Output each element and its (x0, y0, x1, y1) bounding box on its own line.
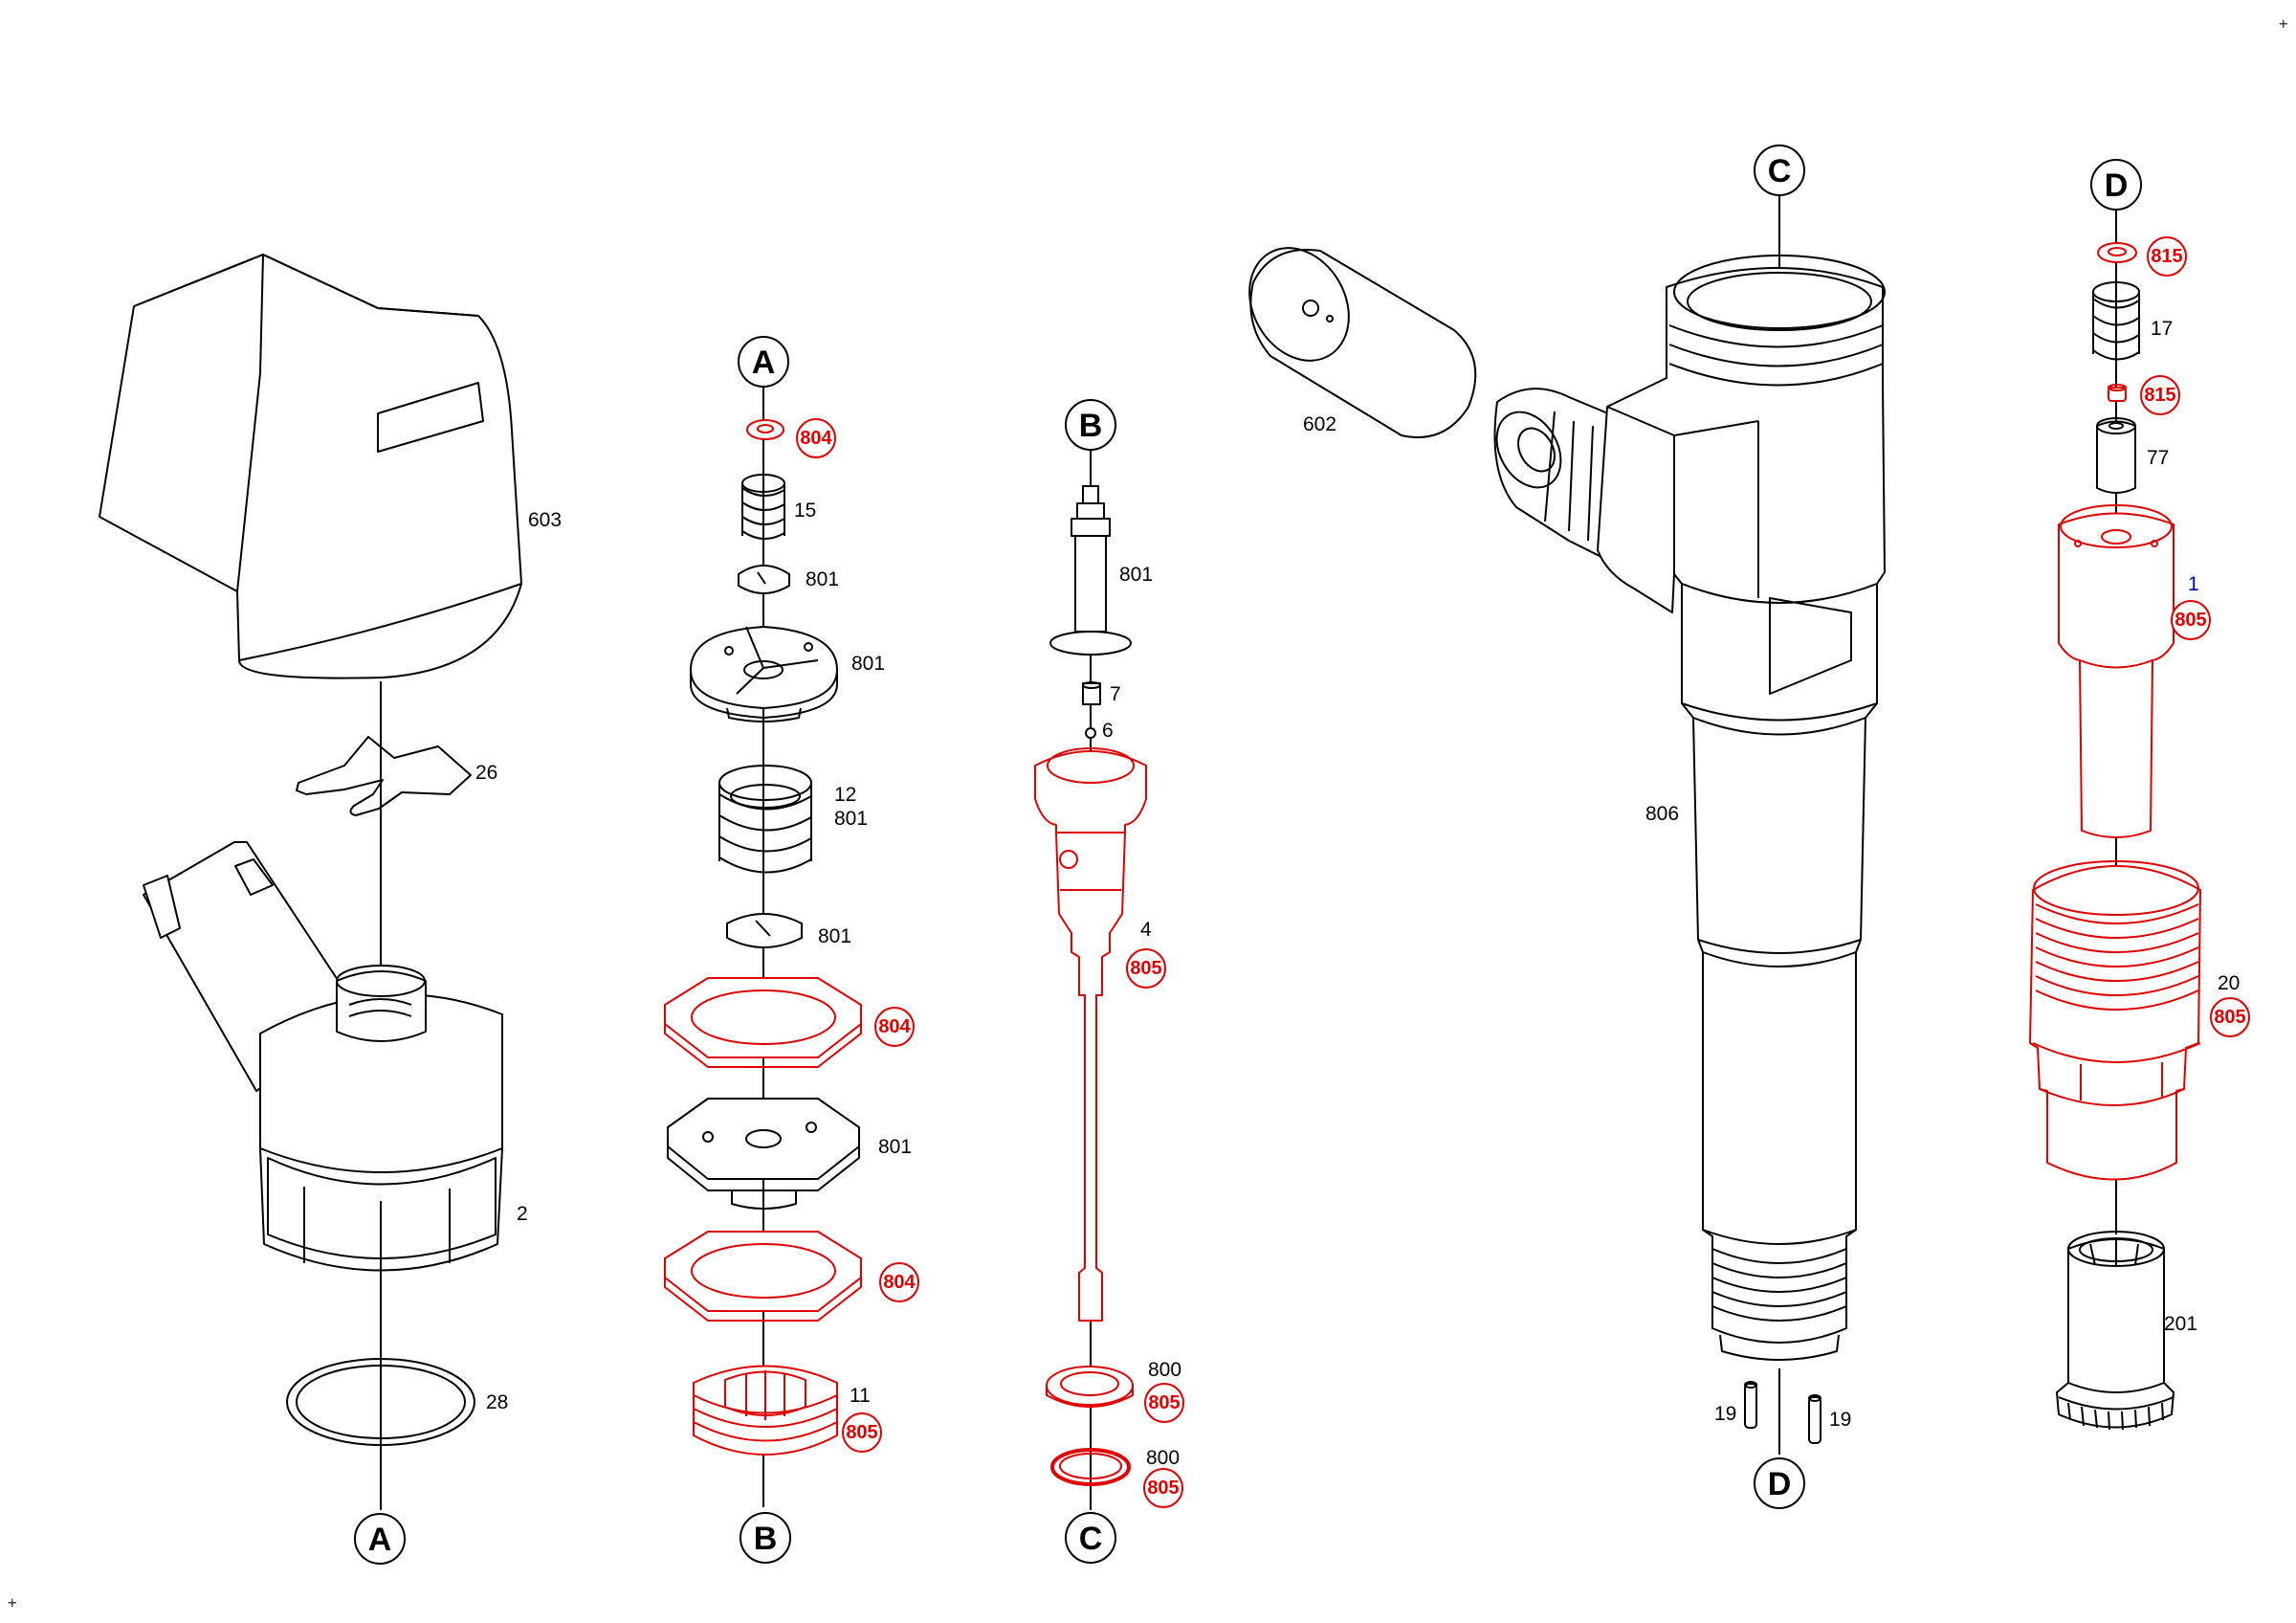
part-804-shim-hex-2[interactable] (664, 1231, 862, 1322)
part-801-clip-1[interactable] (738, 565, 790, 594)
svg-text:A: A (368, 1522, 392, 1558)
svg-text:804: 804 (883, 1272, 916, 1293)
label-19-1: 19 (1714, 1403, 1736, 1425)
ref-804-badge-1[interactable]: 804 (796, 418, 836, 458)
part-806-injector-body[interactable] (1484, 255, 1886, 1361)
connector-a-top[interactable]: A (738, 336, 789, 388)
svg-text:804: 804 (878, 1016, 911, 1037)
part-815-shim-top[interactable] (2097, 242, 2137, 263)
part-800-seal-ring-1[interactable] (1046, 1366, 1134, 1408)
svg-text:C: C (1079, 1521, 1103, 1557)
ref-805-badge-6[interactable]: 805 (2210, 997, 2250, 1037)
ref-805-badge-5[interactable]: 805 (2171, 600, 2211, 640)
part-804-shim-small[interactable] (746, 419, 784, 440)
connector-b-bottom[interactable]: B (740, 1512, 791, 1564)
part-815-shim-small[interactable] (2108, 384, 2127, 402)
connector-c-top[interactable]: C (1754, 145, 1805, 196)
label-7: 7 (1110, 683, 1121, 705)
svg-text:805: 805 (846, 1422, 877, 1443)
svg-text:D: D (2105, 167, 2129, 204)
part-20-nozzle-nut[interactable] (2029, 860, 2201, 1181)
label-17: 17 (2151, 318, 2173, 340)
part-17-nozzle-spring[interactable] (2092, 281, 2140, 361)
part-801-clip-2[interactable] (726, 913, 803, 948)
label-603: 603 (528, 509, 562, 531)
svg-text:815: 815 (2151, 246, 2182, 267)
svg-text:805: 805 (1148, 1392, 1180, 1413)
label-201: 201 (2164, 1313, 2197, 1335)
svg-text:A: A (752, 345, 776, 381)
svg-text:B: B (1079, 408, 1103, 444)
label-801-4: 801 (818, 925, 851, 947)
label-4: 4 (1140, 919, 1152, 941)
ref-805-badge-2[interactable]: 805 (1126, 948, 1166, 989)
label-801-1: 801 (806, 568, 839, 590)
part-77-spacer[interactable] (2096, 417, 2136, 494)
ref-804-badge-3[interactable]: 804 (879, 1262, 919, 1302)
part-800-seal-ring-2[interactable] (1050, 1448, 1131, 1486)
part-801-armature-pin[interactable] (1049, 485, 1132, 656)
label-6: 6 (1102, 720, 1114, 742)
label-800-1: 800 (1148, 1359, 1181, 1381)
part-12-main-spring[interactable] (718, 765, 812, 874)
svg-text:D: D (1768, 1466, 1792, 1502)
label-12: 12 (834, 784, 856, 806)
svg-text:815: 815 (2144, 385, 2175, 406)
ref-805-badge-4[interactable]: 805 (1143, 1468, 1183, 1508)
part-201-protective-sleeve[interactable] (2056, 1231, 2175, 1431)
connector-d-top[interactable]: D (2090, 159, 2142, 211)
connector-d-bottom[interactable]: D (1754, 1457, 1805, 1509)
part-804-shim-hex-1[interactable] (664, 977, 862, 1068)
label-15: 15 (794, 500, 816, 522)
label-28: 28 (486, 1391, 508, 1413)
svg-text:805: 805 (1147, 1478, 1179, 1499)
ref-804-badge-2[interactable]: 804 (874, 1007, 915, 1047)
part-2-connector-body[interactable] (143, 841, 503, 1292)
part-7-ball-guide[interactable] (1082, 681, 1101, 705)
label-602: 602 (1303, 413, 1336, 435)
ref-815-badge-2[interactable]: 815 (2140, 375, 2180, 415)
svg-text:805: 805 (2175, 610, 2206, 631)
corner-mark-bottom-left: + (8, 1593, 17, 1612)
connector-b-top[interactable]: B (1065, 399, 1116, 451)
label-806: 806 (1645, 803, 1679, 825)
svg-text:C: C (1768, 153, 1792, 189)
label-1: 1 (2188, 573, 2199, 595)
svg-text:805: 805 (1130, 958, 1161, 979)
label-801-6: 801 (1119, 564, 1153, 586)
label-801-5: 801 (878, 1136, 912, 1158)
label-800-2: 800 (1146, 1447, 1180, 1469)
svg-text:804: 804 (800, 428, 832, 449)
connector-c-bottom[interactable]: C (1065, 1512, 1116, 1564)
label-26: 26 (475, 762, 497, 784)
ref-815-badge-1[interactable]: 815 (2147, 236, 2187, 277)
part-4-valve-piece[interactable] (1034, 747, 1147, 1322)
part-11-valve-nut[interactable] (693, 1365, 838, 1456)
part-801-disc-plate[interactable] (690, 626, 838, 723)
label-801-3: 801 (834, 808, 868, 830)
part-801-hex-plate[interactable] (667, 1098, 860, 1210)
part-19-dowel-pin-2[interactable] (1808, 1394, 1821, 1444)
connector-a-bottom[interactable]: A (354, 1513, 406, 1565)
ref-805-badge-3[interactable]: 805 (1144, 1383, 1184, 1423)
label-77: 77 (2147, 447, 2169, 469)
svg-text:B: B (754, 1521, 778, 1557)
part-1-nozzle[interactable] (2058, 504, 2175, 838)
ref-805-badge-1[interactable]: 805 (842, 1412, 882, 1453)
part-6-ball[interactable] (1085, 727, 1096, 739)
label-20: 20 (2218, 972, 2240, 994)
label-2: 2 (517, 1203, 528, 1225)
label-11: 11 (850, 1385, 871, 1407)
part-603-cap[interactable] (99, 254, 522, 679)
part-19-dowel-pin-1[interactable] (1744, 1381, 1757, 1429)
label-19-2: 19 (1829, 1409, 1851, 1431)
part-15-spring[interactable] (741, 474, 785, 540)
part-26-spring-clip[interactable] (296, 736, 472, 816)
svg-text:805: 805 (2214, 1007, 2245, 1028)
part-602-protective-cap[interactable] (1229, 230, 1477, 438)
corner-mark-top-right: + (2279, 14, 2288, 33)
label-801-2: 801 (851, 653, 885, 675)
